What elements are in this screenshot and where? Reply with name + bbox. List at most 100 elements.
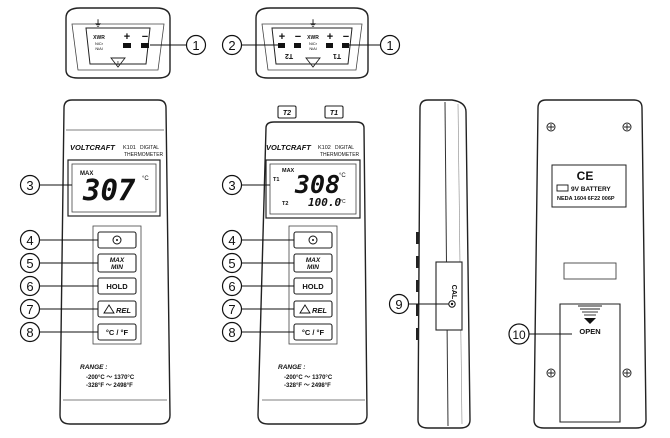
- battery-label-plate: [551, 164, 627, 208]
- callouts-meter1: 3 4 5 6 7 8: [19, 174, 98, 343]
- maxmin-button[interactable]: MAX MIN: [97, 253, 137, 273]
- cal-label: CAL: [450, 285, 457, 300]
- neda-text: NEDA 1604 6F22 006P: [557, 196, 615, 202]
- range-c: -200°C ～ 1370°C: [86, 375, 135, 381]
- callout-1a: 1: [192, 38, 199, 53]
- power-button-2[interactable]: [293, 231, 333, 249]
- top2-nial: NiAl: [309, 46, 316, 51]
- maxmin-l1: MAX: [110, 257, 125, 264]
- desc-line1: DIGITAL: [140, 145, 159, 151]
- range-c-2: -200°C ～ 1370°C: [284, 375, 333, 381]
- back-recess: [563, 262, 617, 280]
- callout-4b: 4: [228, 233, 235, 248]
- back-view: CE 9V BATTERY NEDA 1604 6F22 006P OPEN: [533, 99, 647, 429]
- ground-icon: ⏚: [94, 19, 102, 28]
- top1-plus: +: [124, 31, 130, 43]
- range-title-2: RANGE :: [278, 364, 305, 371]
- grip-ridges: [578, 305, 602, 316]
- meter-k101: VOLTCRAFT K101 DIGITAL THERMOMETER MAX 3…: [59, 99, 171, 425]
- unit-label-2: °C / °F: [302, 328, 325, 337]
- open-label: OPEN: [579, 327, 600, 336]
- lcd-t1: T1: [273, 177, 279, 183]
- callout-6a: 6: [26, 279, 33, 294]
- battery-door-side: [435, 261, 463, 331]
- lcd-screen-2: [269, 163, 357, 215]
- callout-5b: 5: [228, 256, 235, 271]
- desc-line2: THERMOMETER: [124, 152, 164, 158]
- unit-button[interactable]: °C / °F: [97, 323, 137, 341]
- range-f-2: -328°F ～ 2498°F: [284, 383, 331, 389]
- socket-plus: [123, 43, 131, 48]
- lcd-unit-2: °C: [339, 173, 346, 179]
- top2-plus-l: +: [279, 31, 285, 43]
- top1-xwr: XWR: [93, 35, 105, 41]
- rel-button[interactable]: REL: [97, 300, 137, 318]
- lcd-max-2: MAX: [282, 168, 295, 174]
- lcd-t2: T2: [282, 201, 288, 207]
- rel-label-2: REL: [312, 306, 327, 315]
- top2-xwr: XWR: [307, 35, 319, 41]
- top-view-k102: ⏚ + − + − XWR NiCr NiAl T2 T1: [255, 7, 369, 79]
- callout-3b: 3: [228, 178, 235, 193]
- model-label-2: K102: [318, 145, 331, 151]
- battery-text: 9V BATTERY: [571, 186, 611, 193]
- callout-8b: 8: [228, 325, 235, 340]
- delta-icon-2: [299, 304, 311, 314]
- top2-nicr: NiCr: [309, 41, 318, 46]
- open-arrow-icon: [584, 318, 596, 324]
- top1-nicr: NiCr: [95, 41, 104, 46]
- top1-nial: NiAl: [95, 46, 102, 51]
- top1-minus: −: [142, 31, 148, 43]
- svg-text:!: !: [117, 61, 119, 67]
- socket-minus: [141, 43, 149, 48]
- warning-triangle-icon-2: [305, 57, 321, 68]
- top2-t2: T2: [285, 52, 293, 59]
- lcd-unit: °C: [142, 176, 149, 182]
- warning-triangle-icon: [110, 57, 126, 68]
- lcd-unit-2b: °C: [340, 199, 346, 205]
- top2-minus-l: −: [295, 31, 301, 43]
- model-label: K101: [123, 145, 136, 151]
- top-view-k101: ⏚ XWR NiCr NiAl + − !: [65, 7, 171, 79]
- maxmin-l2-2: MIN: [307, 264, 319, 271]
- maxmin-l2: MIN: [111, 264, 123, 271]
- unit-button-2[interactable]: °C / °F: [293, 323, 333, 341]
- callouts-meter2: 3 4 5 6 7 8: [221, 174, 294, 343]
- callout-3a: 3: [26, 178, 33, 193]
- meter-k102: T2 T1 VOLTCRAFT K102 DIGITAL THERMOMETER…: [257, 105, 368, 425]
- rel-button-2[interactable]: REL: [293, 300, 333, 318]
- side-view: CAL: [416, 99, 471, 429]
- lcd-reading: 307: [82, 173, 136, 207]
- unit-label: °C / °F: [106, 328, 129, 337]
- top2-plus-r: +: [327, 31, 333, 43]
- brand-label-2: VOLTCRAFT: [266, 143, 312, 152]
- hold-button-2[interactable]: HOLD: [293, 277, 333, 295]
- power-button[interactable]: [97, 231, 137, 249]
- range-title: RANGE :: [80, 364, 107, 371]
- hold-label-2: HOLD: [302, 282, 324, 291]
- callout-9: 9: [395, 297, 402, 312]
- hold-button[interactable]: HOLD: [97, 277, 137, 295]
- lcd-screen: [71, 163, 157, 213]
- callout-7a: 7: [26, 302, 33, 317]
- desc-line2-2: THERMOMETER: [320, 152, 360, 158]
- callout-10: 10: [512, 328, 526, 342]
- delta-icon: [103, 304, 115, 314]
- ce-mark: CE: [577, 169, 594, 183]
- callout-5a: 5: [26, 256, 33, 271]
- range-f: -328°F ～ 2498°F: [86, 383, 133, 389]
- top2-t1: T1: [333, 52, 341, 59]
- desc-line1-2: DIGITAL: [335, 145, 354, 151]
- callout-8a: 8: [26, 325, 33, 340]
- lcd-max: MAX: [80, 171, 93, 177]
- maxmin-l1-2: MAX: [306, 257, 321, 264]
- lcd-reading-2b: 100.0: [308, 196, 341, 209]
- battery-cover[interactable]: [559, 303, 621, 423]
- port-t2-label: T2: [283, 110, 291, 117]
- maxmin-button-2[interactable]: MAX MIN: [293, 253, 333, 273]
- rel-label: REL: [116, 306, 131, 315]
- battery-icon: [556, 184, 569, 192]
- callout-1b: 1: [386, 38, 393, 53]
- callout-4a: 4: [26, 233, 33, 248]
